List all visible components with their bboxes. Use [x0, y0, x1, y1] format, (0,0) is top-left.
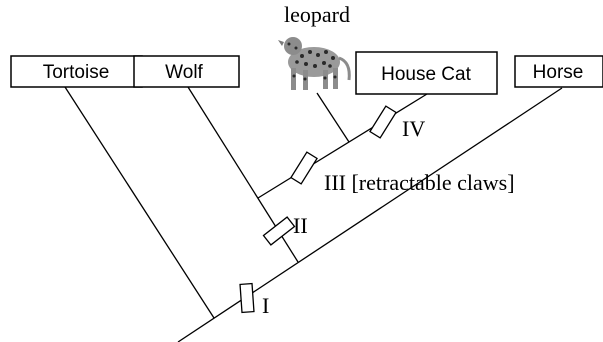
main-trunk-line	[177, 87, 563, 342]
leopard-label: leopard	[284, 2, 350, 27]
marker-IV-label: IV	[402, 116, 425, 141]
tortoise-box: Tortoise	[10, 55, 143, 88]
tortoise-label: Tortoise	[43, 62, 110, 83]
horse-label: Horse	[533, 62, 584, 83]
leopard-icon	[278, 37, 351, 90]
marker-II-label: II	[293, 213, 308, 238]
tortoise-branch-line	[64, 86, 215, 319]
marker-I: I	[239, 282, 269, 318]
wolf-label: Wolf	[165, 62, 203, 83]
house-cat-label: House Cat	[381, 64, 471, 85]
house-cat-box: House Cat	[355, 51, 498, 95]
wolf-cat-clade-line	[257, 93, 428, 199]
wolf-box: Wolf	[133, 55, 240, 88]
marker-IV: IV	[369, 105, 425, 141]
marker-III-label: III [retractable claws]	[324, 170, 515, 195]
horse-box: Horse	[514, 55, 603, 88]
cladogram-branches	[64, 86, 563, 342]
marker-III: III [retractable claws]	[290, 151, 515, 195]
leopard-branch-line	[316, 92, 350, 143]
marker-I-label: I	[262, 293, 269, 318]
marker-II: II	[262, 213, 308, 246]
